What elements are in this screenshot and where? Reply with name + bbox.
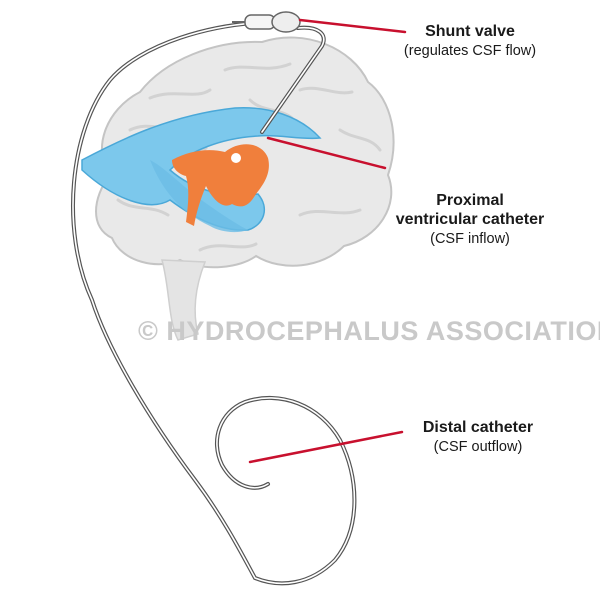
label-proximal-subtitle: (CSF inflow): [430, 231, 510, 247]
label-shunt-valve: Shunt valve (regulates CSF flow): [404, 23, 536, 59]
leader-shunt-valve: [298, 18, 407, 34]
watermark: © HYDROCEPHALUS ASSOCIATION: [138, 316, 600, 346]
label-proximal: Proximal ventricular catheter (CSF inflo…: [396, 192, 545, 247]
label-distal: Distal catheter (CSF outflow): [423, 419, 533, 455]
shunt-valve: [232, 11, 301, 33]
label-shunt-valve-subtitle: (regulates CSF flow): [404, 43, 536, 59]
label-distal-title: Distal catheter: [423, 419, 533, 436]
shunt-tubing: [71, 20, 357, 586]
label-shunt-valve-title: Shunt valve: [425, 23, 515, 40]
label-distal-subtitle: (CSF outflow): [434, 439, 523, 455]
leader-proximal: [266, 136, 387, 170]
label-proximal-title-line1: Proximal: [436, 192, 504, 209]
leader-lines: [248, 18, 407, 464]
lateral-ventricles: [81, 107, 322, 233]
label-proximal-title-line2: ventricular catheter: [396, 211, 545, 228]
leader-distal: [248, 430, 404, 464]
third-ventricle: [172, 144, 269, 226]
